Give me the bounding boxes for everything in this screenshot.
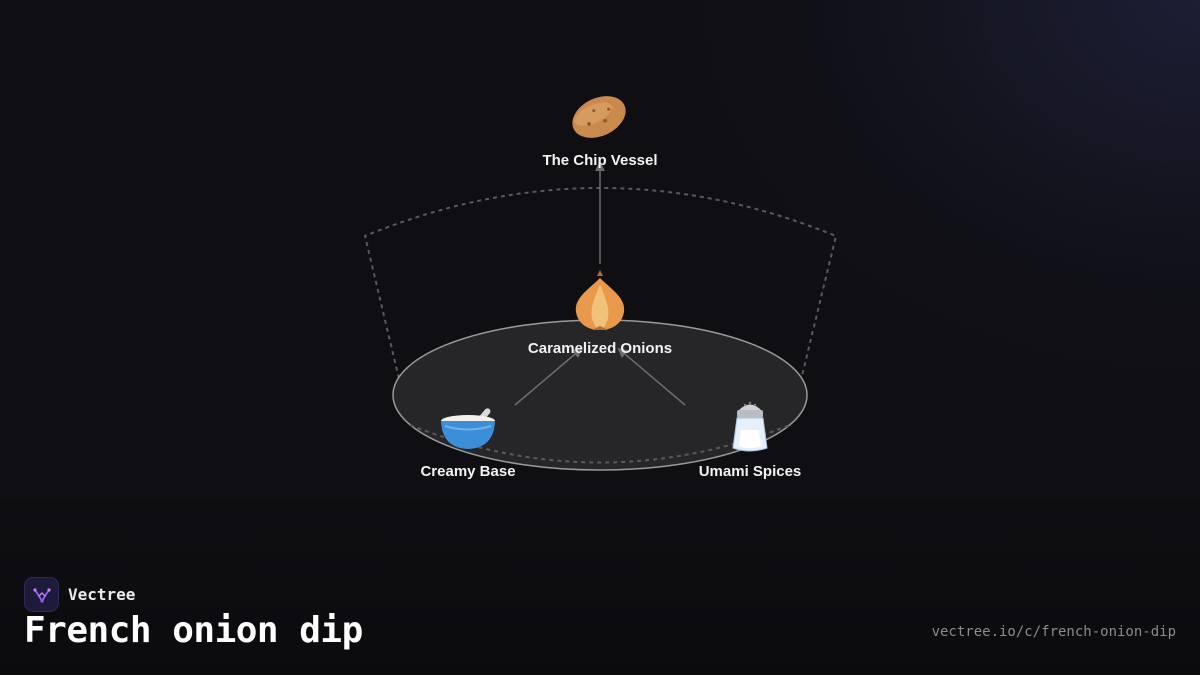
- node-caramelized-onions[interactable]: Caramelized Onions: [528, 270, 672, 357]
- brand[interactable]: Vectree: [24, 577, 135, 612]
- salt-shaker-icon: [732, 401, 768, 452]
- page-url[interactable]: vectree.io/c/french-onion-dip: [931, 624, 1176, 640]
- potato-icon: [572, 96, 626, 138]
- node-label-chip-vessel: The Chip Vessel: [542, 152, 657, 169]
- brand-name: Vectree: [68, 585, 136, 604]
- node-umami-spices[interactable]: Umami Spices: [699, 401, 802, 480]
- node-creamy-base[interactable]: Creamy Base: [420, 407, 516, 480]
- node-chip-vessel[interactable]: The Chip Vessel: [542, 88, 658, 169]
- edge-spices-to-onions: [617, 347, 686, 406]
- node-label-caramelized-onions: Caramelized Onions: [528, 340, 672, 357]
- node-label-umami-spices: Umami Spices: [699, 463, 802, 480]
- edge-base-to-onions: [514, 347, 583, 406]
- page-title: French onion dip: [24, 610, 363, 651]
- vectree-logo-icon: [24, 577, 59, 612]
- node-label-creamy-base: Creamy Base: [420, 463, 515, 480]
- onion-icon: [575, 270, 625, 330]
- bowl-with-spoon-icon: [441, 408, 495, 449]
